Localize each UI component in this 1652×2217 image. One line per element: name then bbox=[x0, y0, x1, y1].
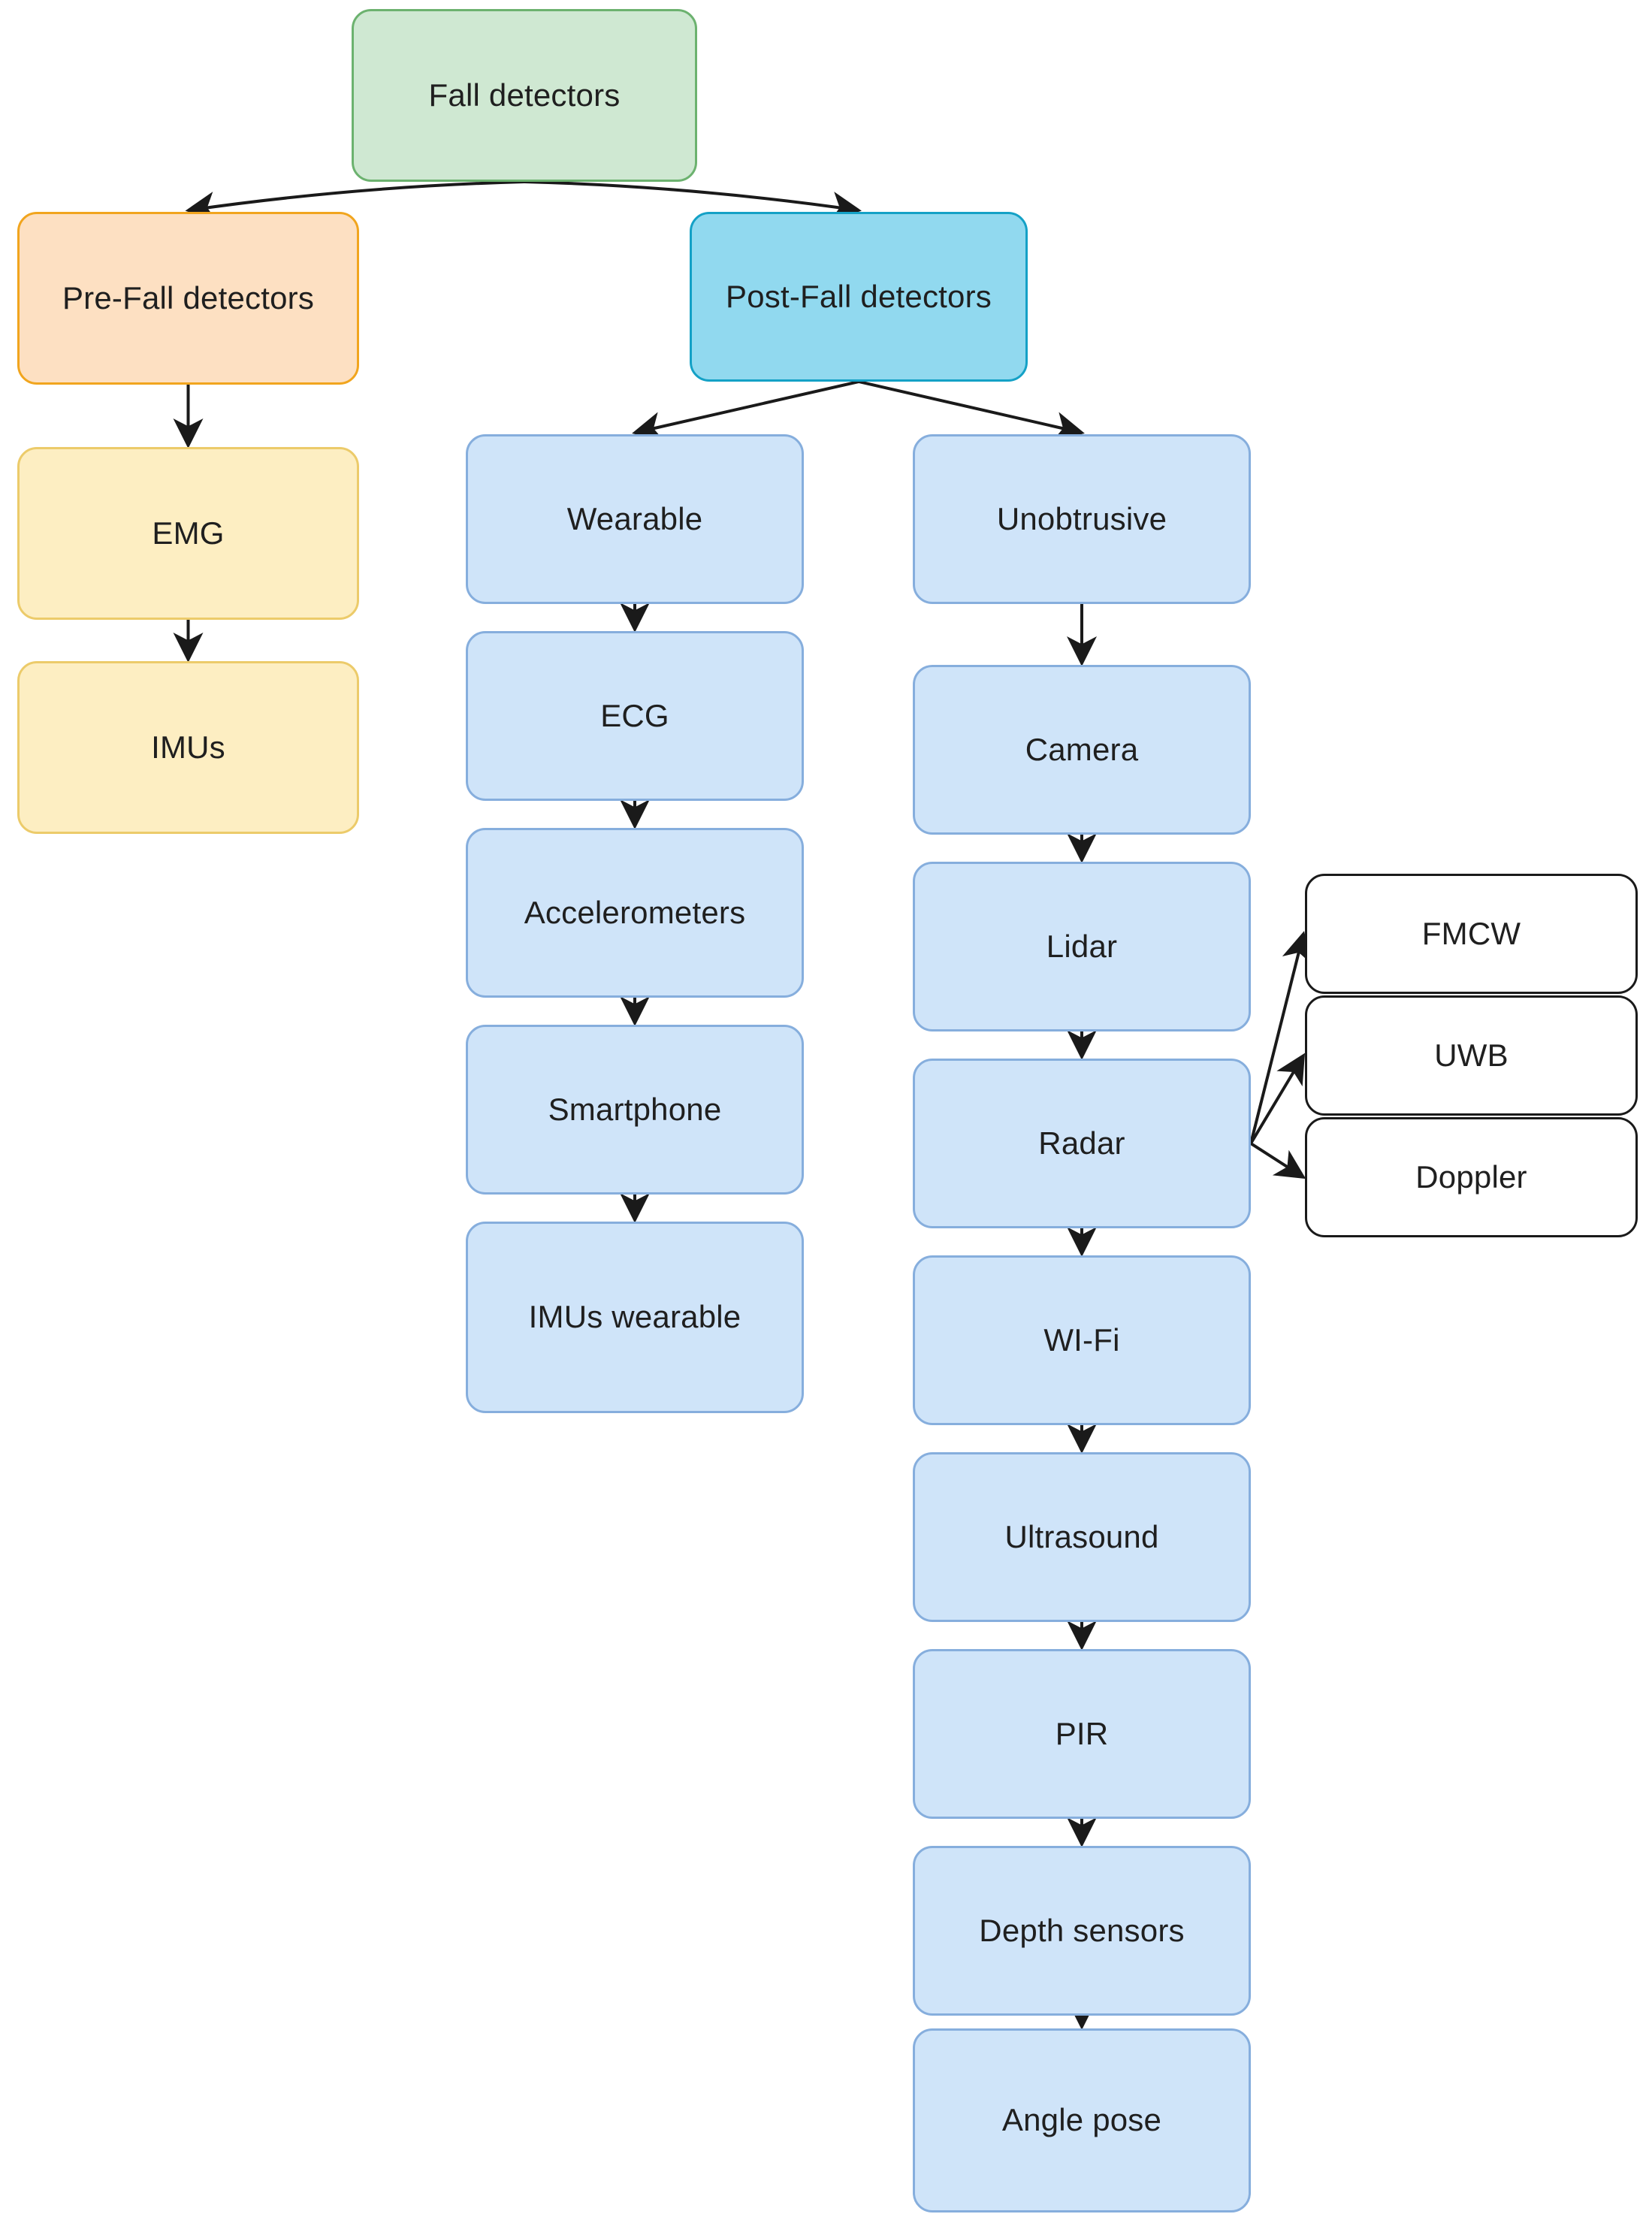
node-imus-wearable[interactable]: IMUs wearable bbox=[466, 1222, 804, 1413]
node-label: FMCW bbox=[1421, 915, 1521, 951]
node-post-fall[interactable]: Post-Fall detectors bbox=[690, 212, 1028, 382]
edge-radar-to-uwb bbox=[1249, 1053, 1306, 1145]
node-label: Accelerometers bbox=[524, 894, 746, 930]
node-angle-pose[interactable]: Angle pose bbox=[913, 2028, 1251, 2212]
node-wearable[interactable]: Wearable bbox=[466, 434, 804, 604]
node-smartphone[interactable]: Smartphone bbox=[466, 1025, 804, 1195]
node-label: Angle pose bbox=[1001, 2102, 1162, 2138]
node-label: EMG bbox=[152, 515, 225, 551]
node-accelerometers[interactable]: Accelerometers bbox=[466, 828, 804, 998]
node-ecg[interactable]: ECG bbox=[466, 631, 804, 801]
edge-fall-detectors-to-pre-fall bbox=[185, 180, 525, 222]
node-imus[interactable]: IMUs bbox=[17, 661, 359, 834]
node-label: Doppler bbox=[1415, 1158, 1527, 1195]
node-label: Depth sensors bbox=[979, 1912, 1185, 1948]
node-label: Smartphone bbox=[548, 1091, 722, 1127]
node-label: Camera bbox=[1025, 731, 1139, 767]
edge-post-fall-to-wearable bbox=[632, 380, 859, 442]
node-unobtrusive[interactable]: Unobtrusive bbox=[913, 434, 1251, 604]
edge-fall-detectors-to-post-fall bbox=[524, 180, 862, 222]
node-label: Fall detectors bbox=[428, 77, 621, 113]
node-label: UWB bbox=[1434, 1037, 1509, 1073]
node-label: Radar bbox=[1038, 1125, 1125, 1161]
node-pir[interactable]: PIR bbox=[913, 1649, 1251, 1819]
node-radar[interactable]: Radar bbox=[913, 1059, 1251, 1228]
node-label: Ultrasound bbox=[1004, 1518, 1159, 1554]
edge-radar-to-doppler bbox=[1249, 1142, 1306, 1179]
node-label: ECG bbox=[600, 697, 669, 733]
node-label: WI-Fi bbox=[1043, 1321, 1120, 1358]
edge-radar-to-fmcw bbox=[1249, 931, 1312, 1144]
node-camera[interactable]: Camera bbox=[913, 665, 1251, 835]
node-label: Post-Fall detectors bbox=[726, 278, 992, 314]
node-label: IMUs wearable bbox=[528, 1299, 741, 1335]
node-lidar[interactable]: Lidar bbox=[913, 862, 1251, 1031]
node-label: Pre-Fall detectors bbox=[62, 279, 315, 316]
node-fall-detectors[interactable]: Fall detectors bbox=[352, 9, 697, 182]
node-depth-sensors[interactable]: Depth sensors bbox=[913, 1846, 1251, 2016]
node-label: Wearable bbox=[566, 500, 703, 536]
node-label: Unobtrusive bbox=[996, 500, 1167, 536]
node-fmcw[interactable]: FMCW bbox=[1305, 874, 1638, 994]
edge-post-fall-to-unobtrusive bbox=[858, 380, 1085, 442]
node-label: PIR bbox=[1055, 1715, 1109, 1751]
node-doppler[interactable]: Doppler bbox=[1305, 1117, 1638, 1237]
node-ultrasound[interactable]: Ultrasound bbox=[913, 1452, 1251, 1622]
node-label: Lidar bbox=[1046, 928, 1118, 964]
node-uwb[interactable]: UWB bbox=[1305, 995, 1638, 1116]
node-pre-fall[interactable]: Pre-Fall detectors bbox=[17, 212, 359, 385]
node-label: IMUs bbox=[151, 729, 225, 765]
node-emg[interactable]: EMG bbox=[17, 447, 359, 620]
node-wifi[interactable]: WI-Fi bbox=[913, 1255, 1251, 1425]
